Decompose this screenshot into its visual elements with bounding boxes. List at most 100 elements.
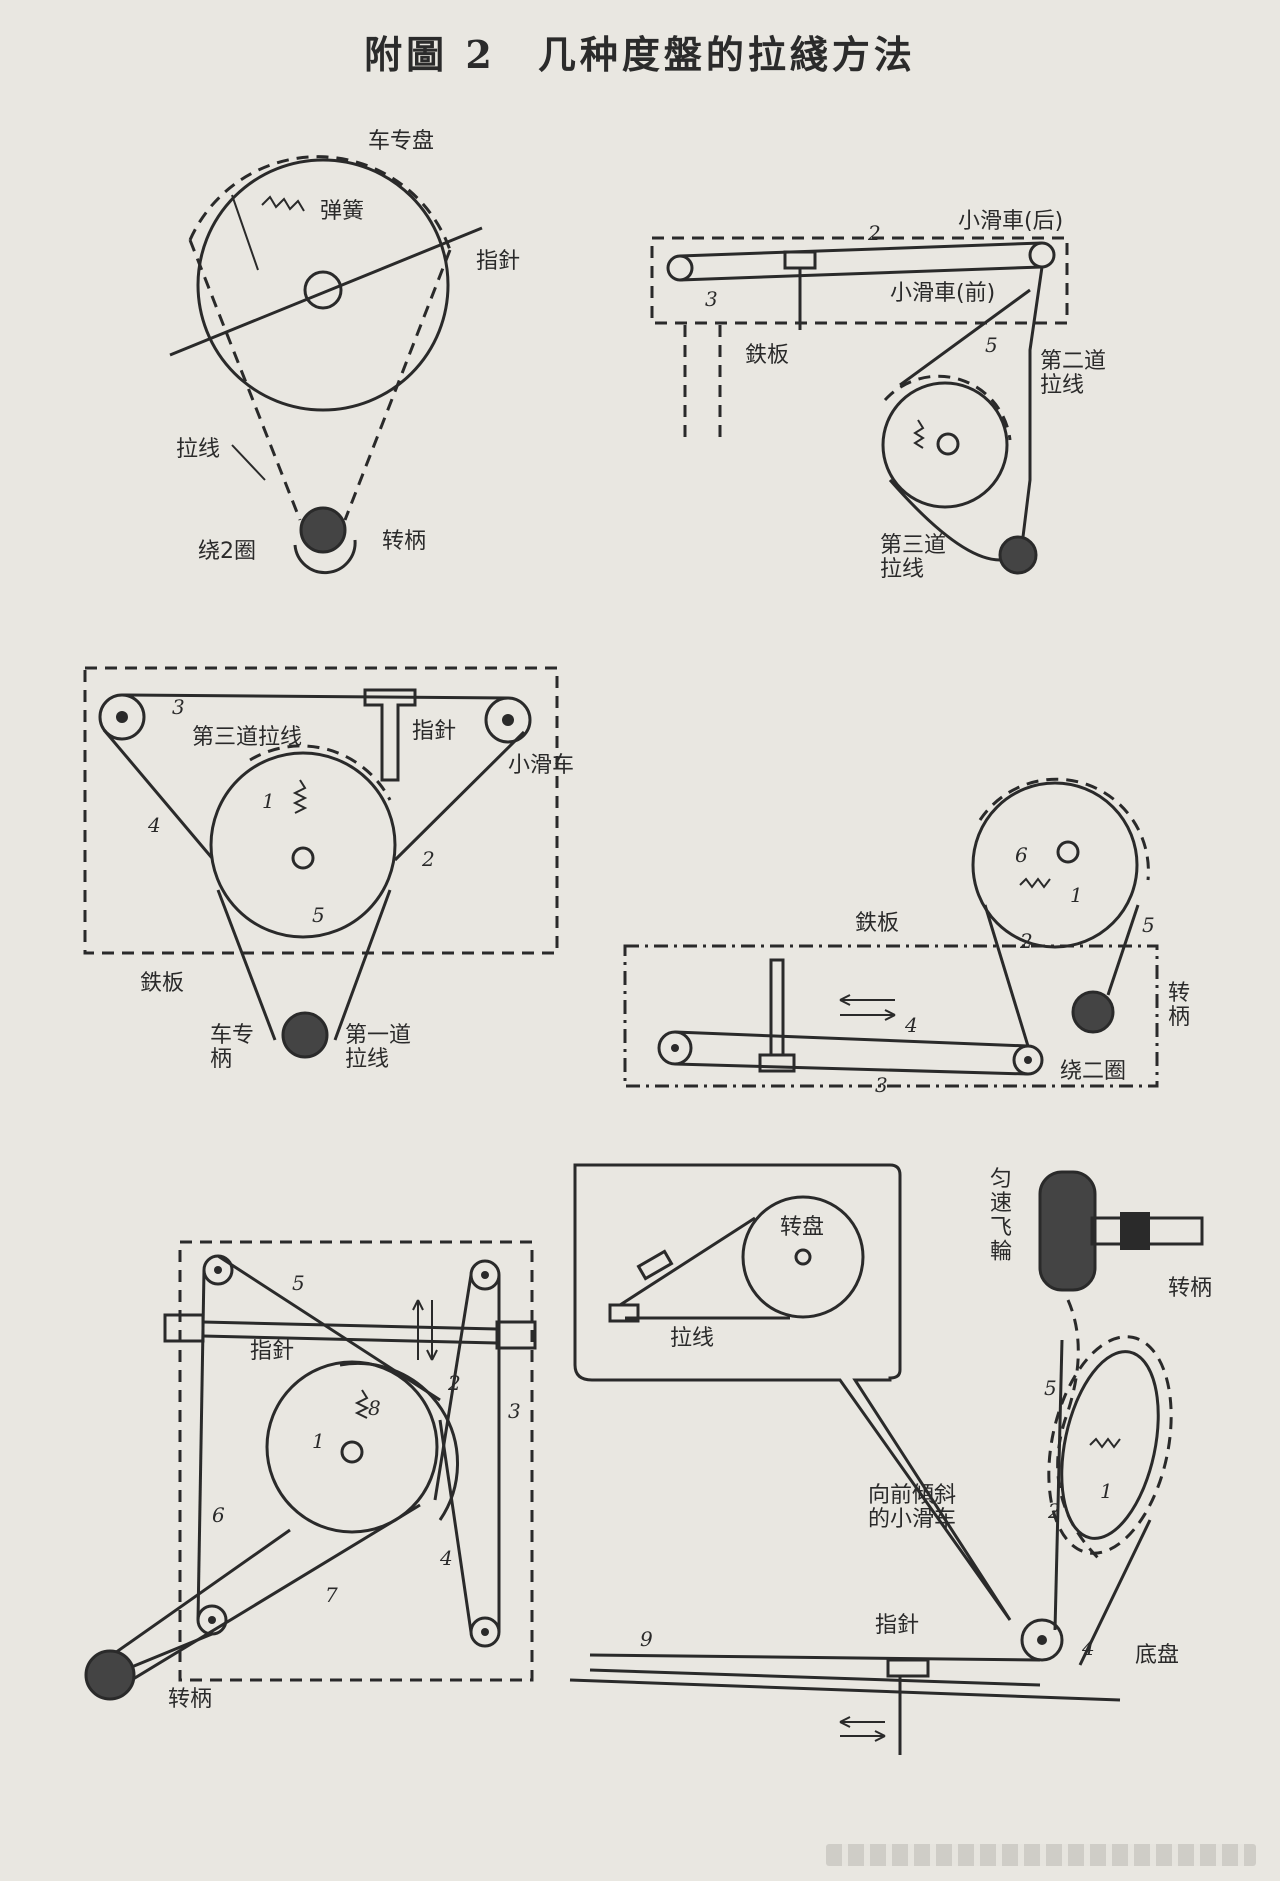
- tilt-dial: [1060, 1350, 1160, 1540]
- spring-2: [913, 419, 925, 449]
- arrows-5: [412, 1299, 438, 1361]
- dial-2: [881, 381, 1009, 509]
- dial-4: [971, 781, 1139, 949]
- cord-5-diag-b: [114, 1503, 421, 1692]
- bottom-toolbar-strip: [826, 1844, 1256, 1866]
- knob-2: [998, 535, 1038, 575]
- turntable-5-outer: [339, 1361, 459, 1521]
- pointer-slider-right: [495, 1320, 537, 1350]
- page-title: 附圖 2 几种度盤的拉綫方法: [364, 32, 916, 77]
- num-d4-e: 4: [904, 1013, 918, 1037]
- iron-plate-box-3: [83, 666, 559, 955]
- pulley-3-right-hub: [502, 714, 514, 726]
- num-d6-e: 9: [640, 1627, 653, 1651]
- label-tilt-pulley: 向前傾斜的小滑车: [868, 1483, 956, 1532]
- diagram-3: 第三道拉线 指針 小滑车 鉄板 车专柄 第一道拉线 3 4 1 2 5: [83, 666, 574, 1072]
- label-wind-2-turns: 绕2圈: [198, 539, 256, 564]
- num-d3-a: 3: [172, 695, 185, 719]
- num-d5-h: 4: [439, 1546, 453, 1570]
- hub-3: [291, 846, 315, 870]
- pointer-rod-5a: [202, 1320, 498, 1331]
- label-knob-6: 转柄: [1168, 1276, 1212, 1301]
- cord-4-right-up: [1106, 904, 1140, 996]
- num-d3-b: 4: [147, 813, 161, 837]
- label-pointer-1: 指針: [476, 249, 520, 274]
- label-first-cord: 第一道拉线: [345, 1023, 411, 1072]
- spring-3: [292, 779, 308, 814]
- iron-plate-box-2: [650, 236, 1069, 325]
- cord-3-down-right: [333, 889, 392, 1041]
- knob-1: [299, 506, 347, 554]
- pulley-5-tr-hub: [481, 1271, 489, 1279]
- hub-1: [303, 270, 343, 310]
- callout-pulley-b: [608, 1303, 640, 1323]
- label-pull-cord-2: 拉线: [670, 1326, 714, 1351]
- label-knob-vertical: 车专柄: [210, 1023, 254, 1072]
- cord-3-right: [393, 730, 526, 862]
- label-turntable: 车专盘: [368, 129, 434, 154]
- label-small-pulley-front: 小滑車(前): [890, 281, 995, 306]
- callout-pulley-a: [636, 1249, 674, 1281]
- knob-1-wrap: [293, 539, 357, 575]
- callout-cord-a: [619, 1216, 756, 1307]
- num-d4-d: 5: [1142, 913, 1155, 937]
- label-small-pulley: 小滑车: [508, 753, 574, 778]
- knob-4: [1071, 990, 1115, 1034]
- pointer-rod-5b: [202, 1334, 498, 1345]
- diagram-4: 鉄板 转柄 绕二圈 6 1 2 5 4 3: [623, 777, 1190, 1097]
- tilt-pulley: [1020, 1618, 1064, 1662]
- num-d3-d: 2: [421, 847, 435, 871]
- cord-3-left: [102, 729, 214, 859]
- cord-4-top: [674, 1030, 1029, 1048]
- cord-3-top: [121, 693, 509, 700]
- pulley-5-tl-hub: [214, 1266, 222, 1274]
- cord-2-top: [679, 241, 1043, 258]
- spring-6: [1089, 1437, 1121, 1449]
- cord-2-bottom-loop: [888, 479, 1001, 562]
- spring-5: [354, 1389, 370, 1419]
- tilt-dial-outer: [1047, 1335, 1173, 1555]
- label-spring: 弹簧: [320, 199, 364, 224]
- iron-plate-box-5: [178, 1240, 534, 1682]
- spring-arm: [231, 194, 259, 271]
- pulley-4-right-hub: [1024, 1056, 1032, 1064]
- label-iron-plate-4: 鉄板: [855, 911, 899, 936]
- label-turntable-2: 转盘: [780, 1215, 824, 1240]
- label-wind-2: 绕二圈: [1060, 1059, 1126, 1084]
- spring-1: [261, 195, 305, 212]
- label-small-pulley-rear: 小滑車(后): [958, 209, 1063, 234]
- num-d4-f: 3: [875, 1073, 888, 1097]
- knob-3: [281, 1011, 329, 1059]
- label-pointer-6: 指針: [875, 1613, 919, 1638]
- num-d6-a: 5: [1044, 1376, 1057, 1400]
- label-knob-5: 转柄: [168, 1687, 212, 1712]
- cord-3-down-left: [216, 889, 277, 1041]
- num-d4-c: 2: [1019, 929, 1033, 953]
- num-d4-a: 6: [1015, 843, 1028, 867]
- cord-4-bottom: [674, 1062, 1029, 1076]
- label-iron-plate-3: 鉄板: [140, 971, 184, 996]
- base-plate-line: [569, 1678, 1121, 1702]
- iron-plate-leg-2: [683, 325, 722, 445]
- cord-6-right: [1078, 1519, 1152, 1666]
- pointer-foot-4: [758, 1053, 796, 1073]
- cord-5-mid: [433, 1274, 473, 1501]
- num-d6-b: 1: [1100, 1479, 1113, 1503]
- num-d2-a: 2: [867, 221, 881, 245]
- dial-4-outer: [978, 777, 1150, 881]
- num-d5-f: 6: [212, 1503, 225, 1527]
- num-d5-g: 7: [325, 1583, 338, 1607]
- pointer-bar-4: [769, 958, 785, 1057]
- cord-2-down: [1020, 266, 1044, 546]
- num-d6-d: 4: [1081, 1636, 1095, 1660]
- num-d2-c: 5: [985, 333, 998, 357]
- label-pointer-3: 指針: [412, 719, 456, 744]
- diagram-6: 转盘 拉线 向前傾斜的小滑车 指針 底盘 匀速飞輪 转柄 5 1 2 4 9: [569, 1163, 1212, 1755]
- turntable-outer-arc: [188, 155, 452, 251]
- label-pull-cord: 拉线: [176, 437, 220, 462]
- num-d3-c: 1: [262, 789, 275, 813]
- diagram-2: 小滑車(后) 小滑車(前) 鉄板 第二道拉线 第三道拉线 2 3 5: [650, 209, 1106, 582]
- num-d5-e: 3: [508, 1399, 521, 1423]
